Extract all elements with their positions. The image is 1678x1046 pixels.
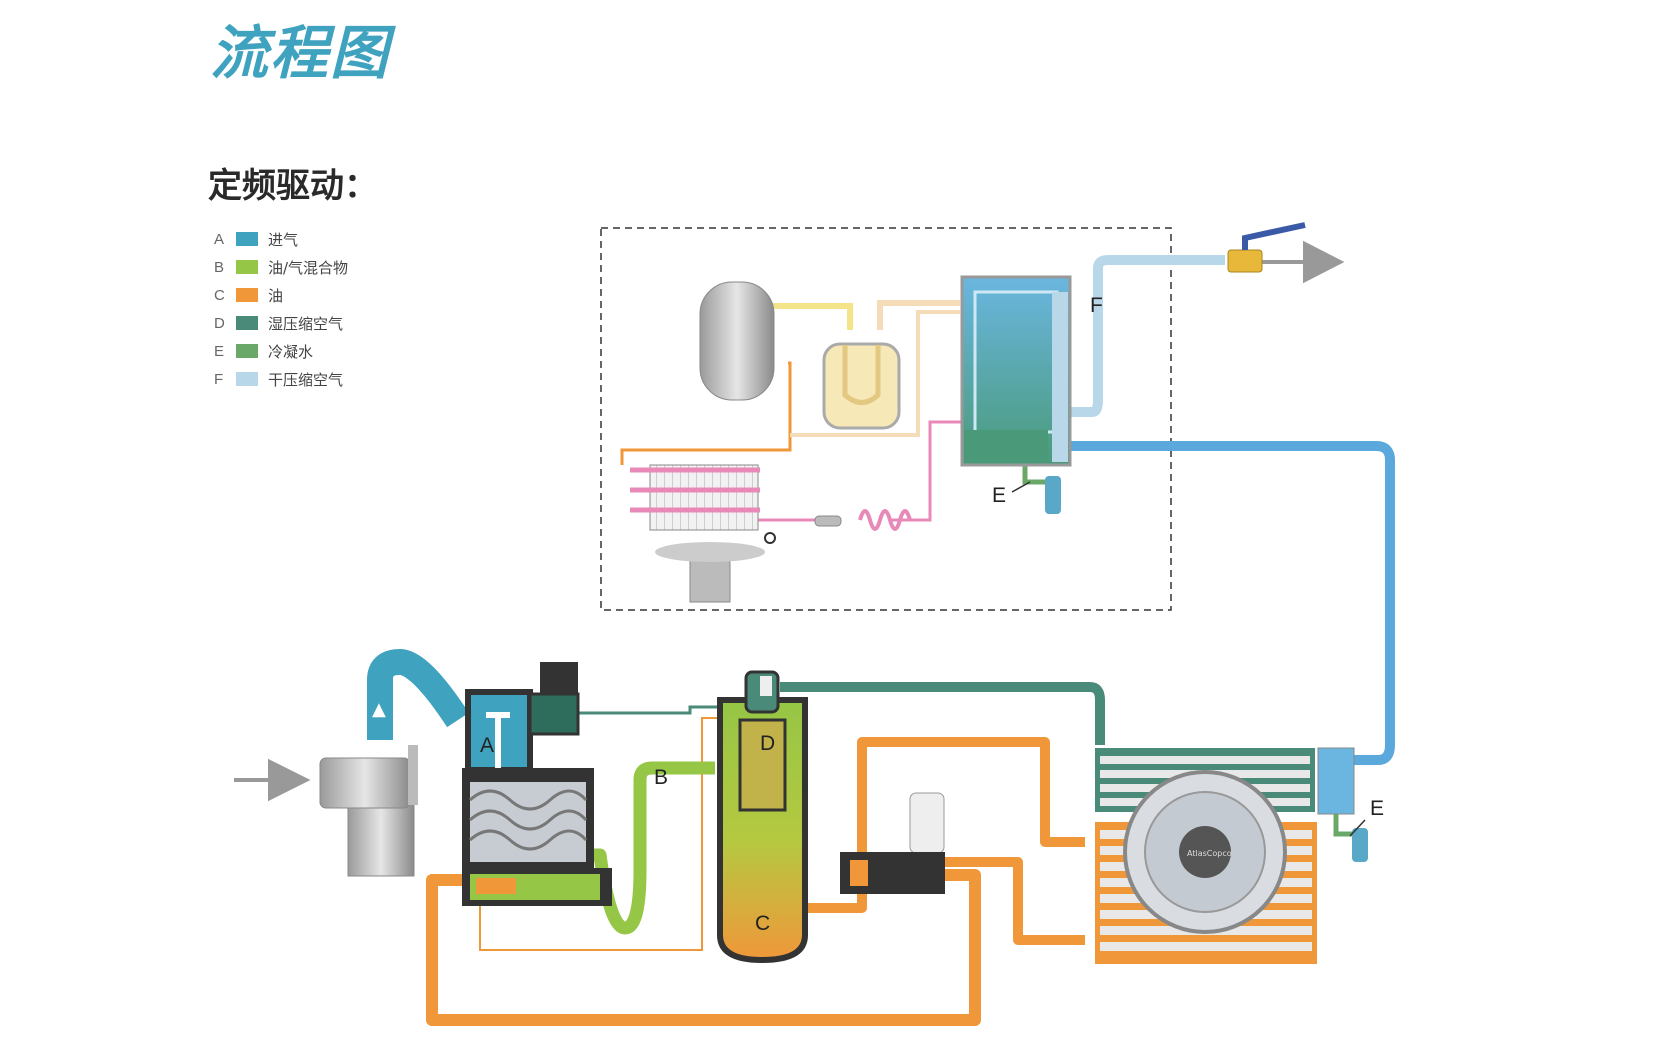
legend-label: 湿压缩空气	[268, 314, 344, 333]
condenser	[649, 464, 759, 531]
oil-pipe-thin	[479, 717, 745, 951]
refrigerant-line-orange	[620, 361, 792, 465]
legend: A 进气 B 油/气混合物 C 油 D 湿压缩空气 E 冷凝水 F 干压缩空气	[214, 225, 348, 393]
inlet-arrow-icon	[234, 758, 311, 802]
drain-valve-icon-dryer	[1045, 476, 1061, 514]
legend-item-c: C 油	[214, 281, 348, 309]
separator-element	[738, 718, 787, 812]
solenoid-valve	[540, 662, 578, 694]
air-filter-flange	[408, 745, 418, 805]
intake-duct	[367, 649, 469, 740]
legend-swatch	[236, 344, 258, 358]
drain-valve-icon	[1352, 828, 1368, 862]
wet-air-pipe	[780, 682, 1105, 745]
label-a: A	[480, 734, 494, 757]
legend-item-d: D 湿压缩空气	[214, 309, 348, 337]
valve-handle	[1242, 222, 1306, 250]
legend-label: 油/气混合物	[268, 258, 349, 277]
refrigerant-line-cream	[877, 300, 960, 330]
outlet-arrow-icon	[1262, 240, 1345, 284]
hx-outlet-column	[1052, 292, 1068, 462]
dry-air-pipe	[1070, 255, 1225, 417]
legend-swatch	[236, 316, 258, 330]
oil-pipe-filter-return	[945, 857, 1085, 945]
drain-pipe-cooler	[1333, 814, 1352, 837]
legend-letter: F	[214, 370, 224, 388]
solenoid-valve-body	[528, 692, 580, 736]
label-b: B	[654, 766, 668, 789]
thermostatic-valve-inner	[850, 860, 868, 886]
fan-hub	[1179, 826, 1231, 878]
label-d: D	[760, 732, 775, 755]
condenser-coils	[630, 467, 760, 513]
legend-label: 进气	[268, 230, 299, 249]
legend-letter: C	[214, 286, 225, 304]
expansion-valve	[814, 515, 842, 527]
legend-swatch	[236, 260, 258, 274]
legend-item-e: E 冷凝水	[214, 337, 348, 365]
drain-pipe-dryer	[1022, 462, 1045, 485]
page-title: 流程图	[210, 19, 391, 87]
refrigerant-line-yellow	[770, 303, 853, 330]
legend-item-f: F 干压缩空气	[214, 365, 348, 393]
refrigerant-line-cream2	[790, 310, 960, 437]
legend-label: 油	[268, 286, 284, 305]
label-e-dryer: E	[992, 484, 1006, 507]
oil-pipe-bottom-loop	[426, 869, 981, 1026]
water-separator	[1317, 747, 1355, 815]
refrigerant-compressor	[822, 342, 901, 430]
legend-item-a: A 进气	[214, 225, 348, 253]
arrow-glyph: ▲	[372, 699, 386, 720]
dryer-boundary	[600, 227, 1172, 611]
air-filter-body	[319, 757, 411, 809]
legend-swatch	[236, 232, 258, 246]
label-e-leader	[1011, 481, 1031, 493]
legend-label: 干压缩空气	[268, 370, 344, 389]
inlet-valve-stem	[495, 718, 501, 768]
label-e-cooler: E	[1370, 797, 1384, 820]
outlet-ball-valve	[1227, 249, 1263, 273]
legend-label: 冷凝水	[268, 342, 314, 361]
inlet-valve-disc	[486, 712, 510, 718]
legend-letter: B	[214, 258, 225, 276]
refrigerant-coil	[858, 509, 912, 531]
legend-item-b: B 油/气混合物	[214, 253, 348, 281]
screw-lines	[468, 789, 588, 851]
condenser-fan-blades	[655, 542, 765, 562]
oil-pipe-to-filter	[800, 737, 1085, 913]
legend-letter: E	[214, 342, 225, 360]
min-pressure-valve	[760, 676, 772, 696]
refrigerant-receiver	[699, 281, 775, 401]
label-e-leader-2	[1349, 819, 1366, 837]
label-f: F	[1090, 294, 1103, 317]
oil-filter	[909, 792, 945, 854]
cooled-air-pipe	[1070, 441, 1395, 765]
legend-letter: A	[214, 230, 225, 248]
compressor-coil	[842, 345, 881, 405]
oil-valve-spool	[476, 878, 516, 894]
legend-swatch	[236, 372, 258, 386]
pressure-switch-icon	[764, 532, 776, 544]
label-c: C	[755, 912, 770, 935]
fan-logo: AtlasCopco	[1187, 849, 1232, 858]
legend-letter: D	[214, 314, 225, 332]
legend-swatch	[236, 288, 258, 302]
hx-sump	[964, 430, 1048, 462]
section-subtitle: 定频驱动：	[208, 166, 378, 206]
